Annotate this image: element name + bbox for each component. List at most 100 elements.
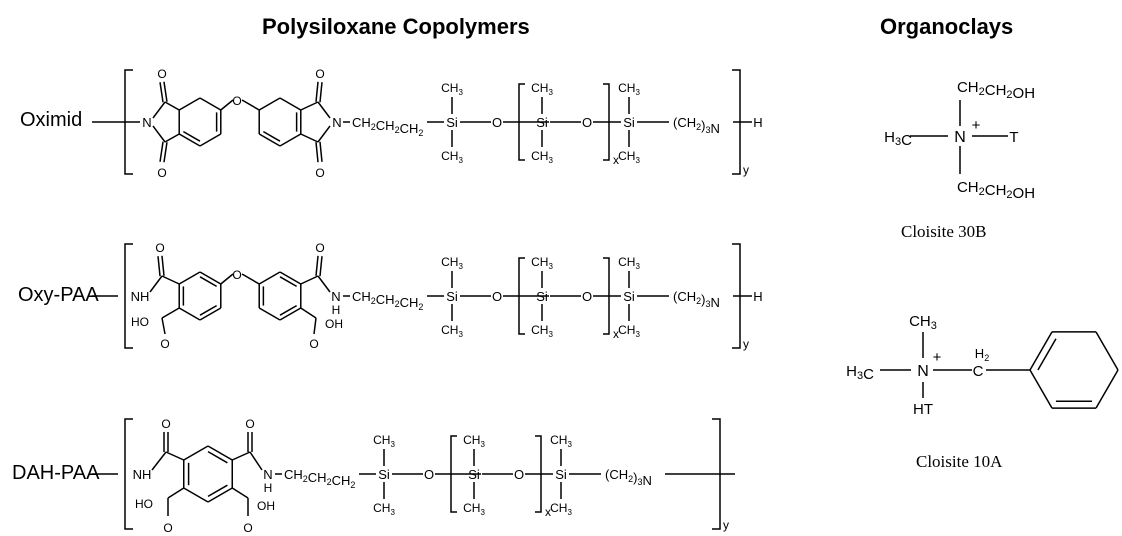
- o-atom-label: O: [424, 467, 434, 482]
- bond-line: [315, 142, 319, 163]
- bond-line: [207, 450, 228, 464]
- bond-line: [317, 101, 331, 119]
- methyl-label: CH3: [531, 149, 553, 165]
- bond-line: [1037, 338, 1057, 371]
- o-atom-label: O: [157, 166, 166, 180]
- nh-label: NH: [133, 467, 152, 482]
- bond-line: [182, 130, 201, 142]
- row-label-oxy-paa: Oxy-PAA: [18, 284, 99, 306]
- o-atom-label: O: [160, 337, 169, 351]
- bond-line: [279, 133, 302, 147]
- caption-cloisite-10a: Cloisite 10A: [916, 452, 1003, 471]
- methyl-label: CH3: [618, 255, 640, 271]
- row-label-oximid: Oximid: [20, 109, 83, 131]
- h-end-label: H: [753, 289, 762, 304]
- clay-h2-label: H2: [975, 346, 989, 363]
- o-atom-label: O: [315, 67, 324, 81]
- linker-label: CH2CH2CH2: [352, 115, 423, 138]
- bond-line: [315, 255, 319, 276]
- si-atom-label: Si: [536, 115, 548, 130]
- bond-line: [317, 125, 331, 143]
- methyl-label: CH3: [441, 323, 463, 339]
- methyl-label: CH3: [618, 149, 640, 165]
- bond-line: [300, 275, 319, 285]
- bond-line: [199, 133, 222, 147]
- bond-line: [178, 97, 201, 111]
- bond-line: [231, 487, 249, 499]
- o-atom-label: O: [582, 289, 592, 304]
- bond-line: [319, 82, 323, 103]
- repeat-y-label: y: [743, 337, 749, 351]
- bond-line: [183, 445, 209, 461]
- nh-label: NH: [131, 289, 150, 304]
- h-atom-label: H: [332, 303, 341, 317]
- bond-line: [164, 101, 180, 111]
- bond-line: [157, 256, 161, 277]
- outer-bracket: [124, 243, 133, 349]
- bond-line: [279, 271, 302, 285]
- repeat-y-label: y: [723, 518, 729, 532]
- repeat-x-label: x: [613, 153, 619, 167]
- linker-label: CH2CH2CH2: [352, 289, 423, 312]
- amine-end-label: (CH2)3N: [673, 115, 720, 136]
- oh-label: OH: [325, 317, 343, 331]
- bond-line: [199, 97, 222, 111]
- o-atom-label: O: [232, 268, 241, 282]
- methyl-label: CH3: [463, 433, 485, 449]
- clay-left-substituent: H3C: [846, 363, 874, 383]
- methyl-label: CH3: [618, 323, 640, 339]
- bond-line: [207, 445, 233, 461]
- bond-line: [300, 133, 319, 143]
- bond-line: [279, 276, 298, 288]
- bond-line: [161, 255, 165, 276]
- o-atom-label: O: [492, 115, 502, 130]
- bond-line: [159, 141, 164, 162]
- bond-line: [220, 99, 234, 111]
- bond-line: [163, 81, 168, 102]
- repeat-x-label: x: [545, 505, 551, 519]
- si-atom-label: Si: [446, 115, 458, 130]
- bond-line: [300, 307, 317, 319]
- bond-line: [241, 273, 260, 285]
- si-atom-label: Si: [536, 289, 548, 304]
- bond-line: [159, 82, 164, 103]
- n-atom-label: N: [263, 467, 272, 482]
- bond-line: [161, 307, 180, 319]
- methyl-label: CH3: [441, 81, 463, 97]
- clay-right-substituent: T: [1009, 129, 1018, 146]
- o-atom-label: O: [514, 467, 524, 482]
- o-atom-label: O: [309, 337, 318, 351]
- bond-line: [1095, 369, 1119, 409]
- ho-label: HO: [135, 497, 153, 511]
- outer-bracket: [124, 418, 133, 530]
- h-end-label: H: [753, 115, 762, 130]
- bond-line: [279, 307, 302, 321]
- o-atom-label: O: [243, 521, 252, 535]
- organoclays-heading: Organoclays: [880, 14, 1014, 39]
- methyl-label: CH3: [550, 433, 572, 449]
- clay-left-substituent: H3C: [884, 129, 912, 149]
- h-atom-label: H: [264, 481, 273, 495]
- copolymers-heading: Polysiloxane Copolymers: [262, 14, 530, 39]
- si-atom-label: Si: [555, 467, 567, 482]
- row-label-dah-paa: DAH-PAA: [12, 462, 100, 484]
- clay-right-substituent: C: [973, 363, 984, 380]
- amine-end-label: (CH2)3N: [673, 289, 720, 310]
- bond-line: [199, 304, 218, 316]
- bond-line: [165, 451, 185, 461]
- bond-line: [207, 487, 233, 503]
- bond-line: [151, 451, 167, 471]
- bond-line: [258, 133, 281, 147]
- bond-line: [258, 97, 281, 111]
- bond-line: [313, 317, 317, 335]
- n-atom-label: N: [331, 289, 340, 304]
- o-atom-label: O: [155, 241, 164, 255]
- o-atom-label: O: [161, 417, 170, 431]
- bond-line: [183, 487, 209, 503]
- clay-top-substituent: CH2CH2OH: [957, 79, 1035, 102]
- methyl-label: CH3: [618, 81, 640, 97]
- o-atom-label: O: [315, 241, 324, 255]
- bond-line: [315, 81, 319, 102]
- bond-line: [300, 101, 319, 111]
- methyl-label: CH3: [463, 501, 485, 517]
